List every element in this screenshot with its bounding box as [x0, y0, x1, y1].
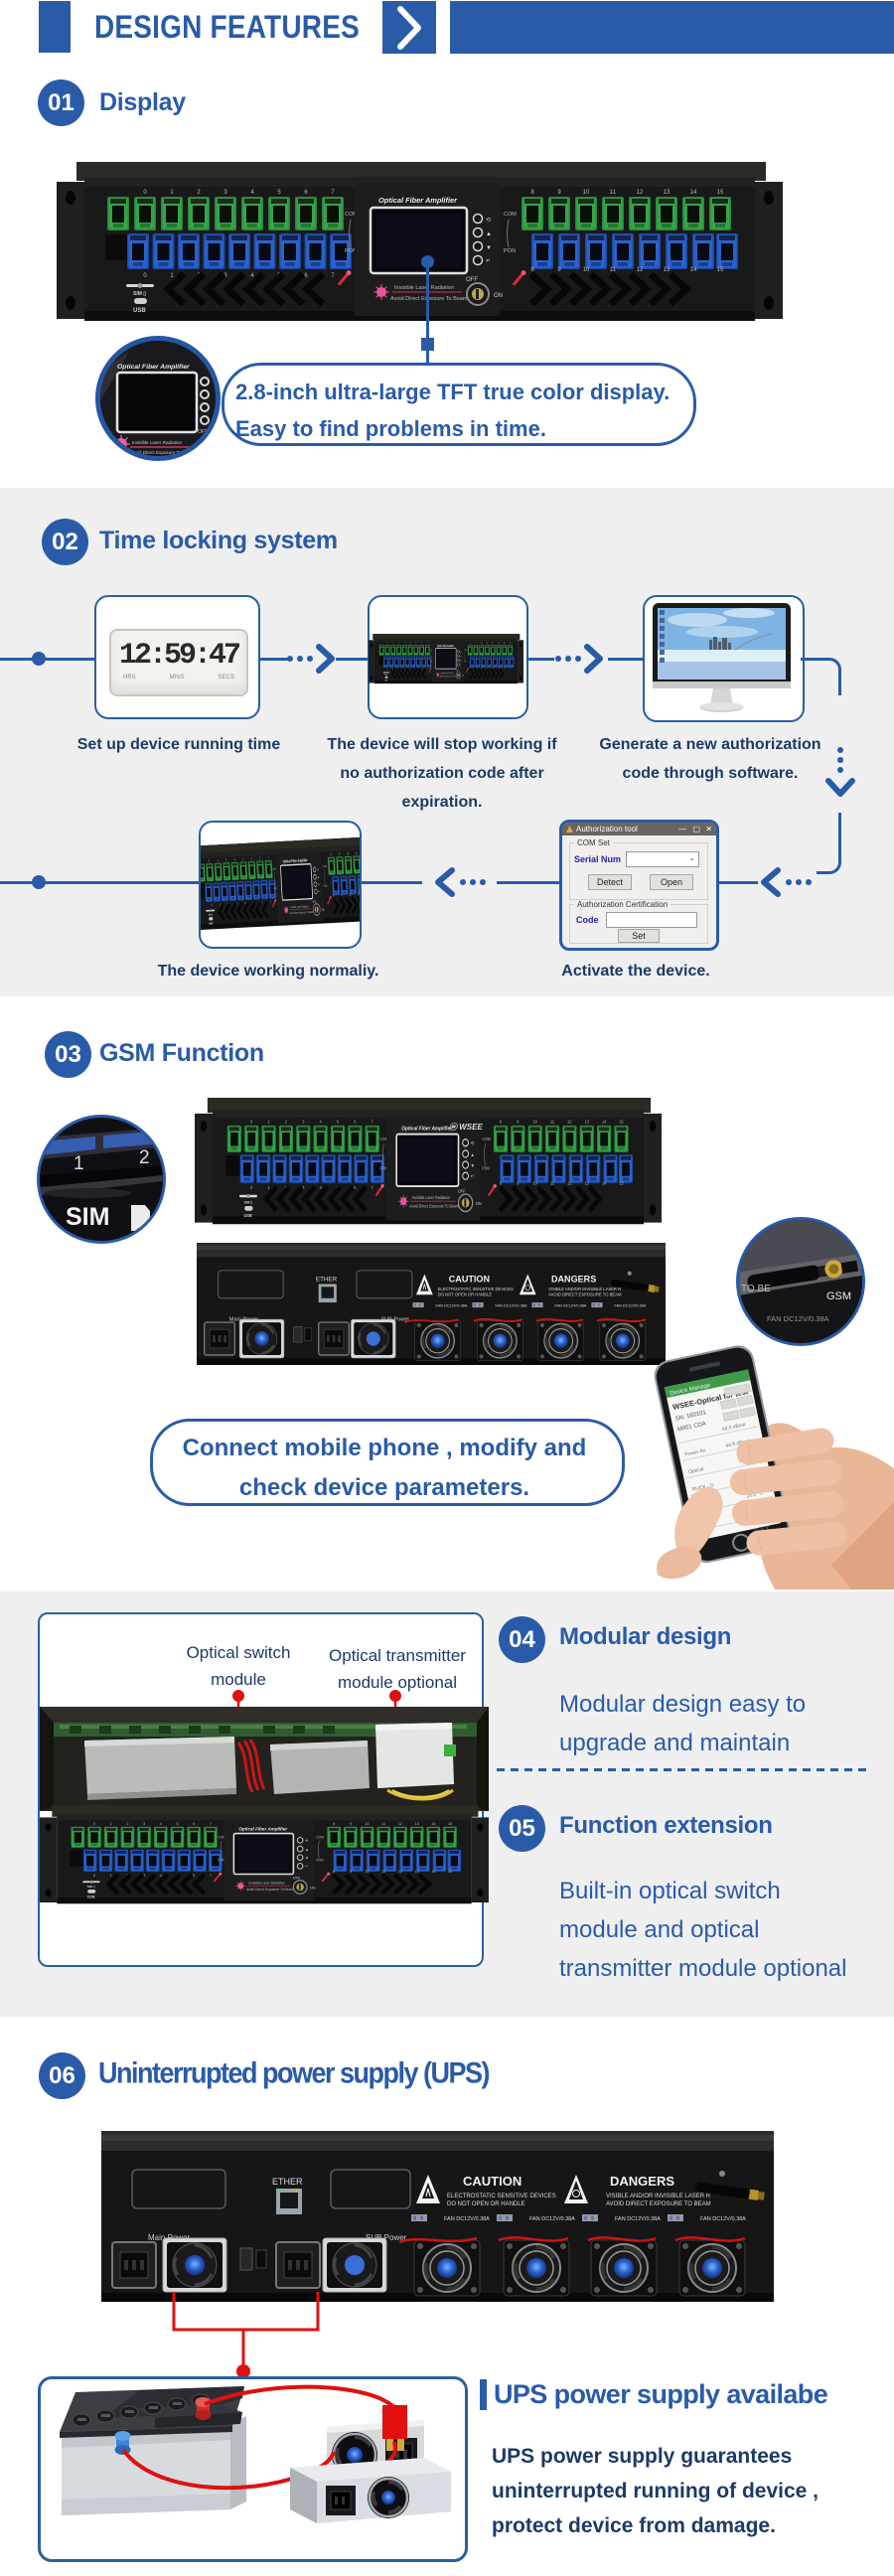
svg-text:TO BE: TO BE: [741, 1284, 771, 1294]
svg-text:SIM: SIM: [66, 1203, 109, 1231]
svg-text:FAN DC12V/0.38A: FAN DC12V/0.38A: [767, 1314, 829, 1323]
svg-text:GSM: GSM: [826, 1290, 851, 1302]
svg-text:OFF: OFF: [198, 429, 208, 435]
svg-text:Avoid Direct Exposure To Beam: Avoid Direct Exposure To Beam: [130, 450, 195, 455]
svg-text:2: 2: [139, 1147, 150, 1168]
svg-text:Invisible Laser Radiation: Invisible Laser Radiation: [132, 440, 182, 445]
svg-text:Optical Fiber Amplifier: Optical Fiber Amplifier: [117, 364, 190, 371]
svg-text:1: 1: [74, 1153, 84, 1174]
